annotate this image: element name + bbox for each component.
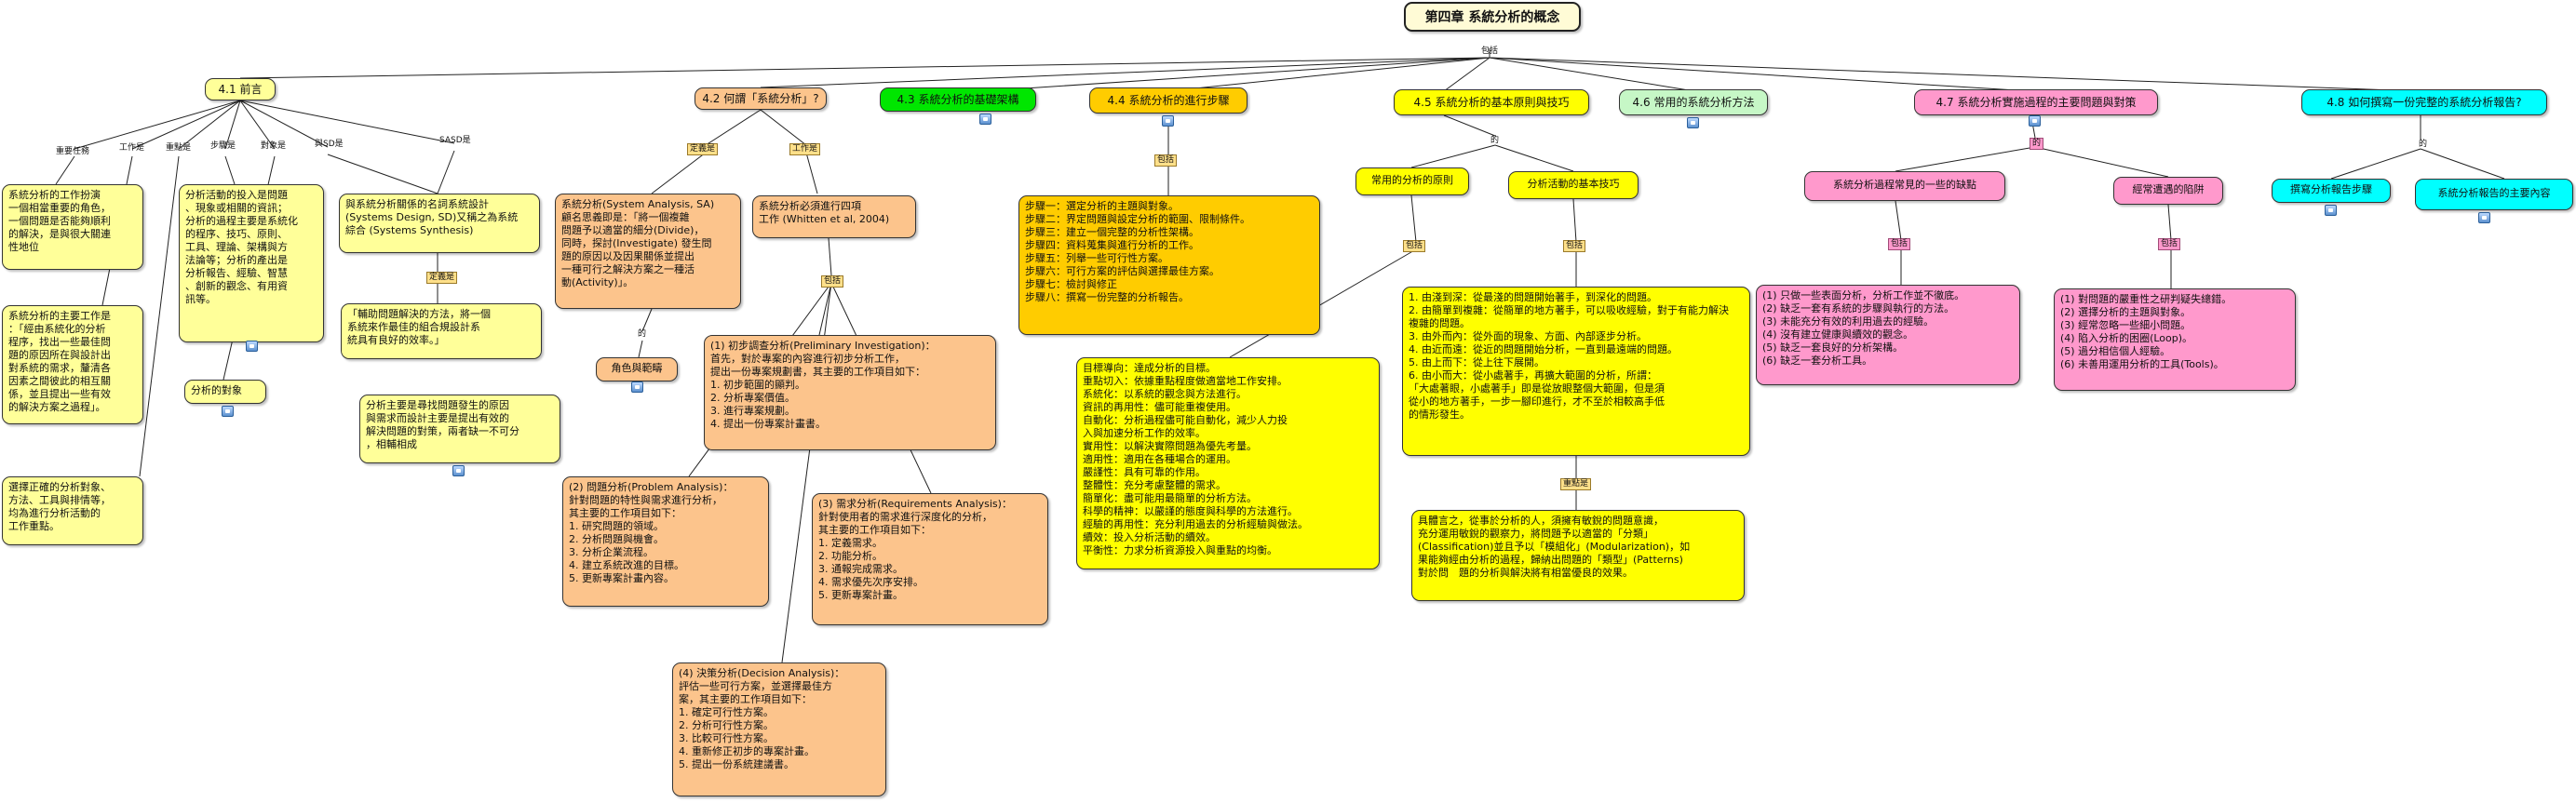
node-skills-list[interactable]: 1. 由淺到深：從最淺的問題開始著手，到深化的問題。2. 由簡單到複雜：從簡單的… xyxy=(1402,287,1750,456)
node-role-scope[interactable]: 角色與範疇 xyxy=(596,357,678,381)
label-problems-of: 的 xyxy=(2030,138,2044,150)
node-four-works[interactable]: 系統分析必須進行四項工作 (Whitten et al, 2004) xyxy=(752,195,916,238)
node-sa-sd-complement[interactable]: 分析主要是尋找問題發生的原因與需求而設計主要是提出有效的解決問題的對策，兩者缺一… xyxy=(359,395,560,463)
topic-4-7[interactable]: 4.7 系統分析實施過程的主要問題與對策 xyxy=(1914,89,2158,115)
node-analysis-steps[interactable]: 步驟一：選定分析的主題與對象。步驟二：界定問題與設定分析的範圍、限制條件。步驟三… xyxy=(1018,195,1320,335)
topic-4-6[interactable]: 4.6 常用的系統分析方法 xyxy=(1619,89,1768,115)
node-principles-list[interactable]: 目標導向：達成分析的目標。重點切入：依據重點程度做適當地工作安排。系統化：以系統… xyxy=(1076,357,1380,569)
node-report-contents[interactable]: 系統分析報告的主要內容 xyxy=(2415,179,2573,210)
label-steps-is: 步驟是 xyxy=(210,141,236,151)
label-defects-include: 包括 xyxy=(1888,238,1911,250)
node-traps[interactable]: 經常遭遇的陷阱 xyxy=(2113,177,2223,205)
topic-4-4[interactable]: 4.4 系統分析的進行步驟 xyxy=(1089,87,1248,114)
label-include: 包括 xyxy=(821,275,844,288)
node-sasd-definition[interactable]: 「輔助問題解決的方法，將一個系統來作最佳的組合規設計系統具有良好的效率。」 xyxy=(341,303,542,359)
label-traps-include: 包括 xyxy=(2158,238,2181,250)
label-principles-include: 包括 xyxy=(1403,240,1426,252)
label-focus-is: 重點是 xyxy=(166,143,192,153)
label-steps-include: 包括 xyxy=(1154,154,1178,167)
topic-4-1[interactable]: 4.1 前言 xyxy=(205,78,276,100)
image-icon xyxy=(246,341,258,352)
image-icon xyxy=(222,406,234,417)
label-work-is: 工作是 xyxy=(119,143,145,153)
node-role[interactable]: 系統分析的工作扮演一個相當重要的角色，一個問題是否能夠順利的解決，是與很大關連性… xyxy=(2,184,143,270)
label-object-is: 對象是 xyxy=(261,141,287,151)
node-decision-analysis[interactable]: (4) 決策分析(Decision Analysis)：評估一些可行方案，並選擇… xyxy=(672,662,886,796)
topic-4-5[interactable]: 4.5 系統分析的基本原則與技巧 xyxy=(1394,89,1589,115)
topic-4-3[interactable]: 4.3 系統分析的基礎架構 xyxy=(880,87,1036,112)
node-sa-definition[interactable]: 系統分析(System Analysis, SA)顧名思義即是：「將一個複雜問題… xyxy=(555,194,741,309)
image-icon xyxy=(1162,115,1174,127)
image-icon xyxy=(1687,117,1699,128)
image-icon xyxy=(452,465,465,476)
topic-4-8[interactable]: 4.8 如何撰寫一份完整的系統分析報告? xyxy=(2301,89,2547,115)
node-main-work[interactable]: 系統分析的主要工作是：「經由系統化的分析程序，找出一些最佳問題的原因所在與設計出… xyxy=(2,305,143,424)
image-icon xyxy=(2029,115,2041,127)
node-traps-list[interactable]: (1) 對問題的嚴重性之研判疑失總錯。(2) 選擇分析的主題與對象。(3) 經常… xyxy=(2054,288,2296,391)
node-requirements-analysis[interactable]: (3) 需求分析(Requirements Analysis)：針對使用者的需求… xyxy=(812,493,1048,625)
root-include-label: 包括 xyxy=(1481,47,1499,56)
node-principles[interactable]: 常用的分析的原則 xyxy=(1355,167,1469,195)
label-work: 工作是 xyxy=(789,143,821,155)
image-icon xyxy=(2325,205,2337,216)
node-analysis-object[interactable]: 分析的對象 xyxy=(184,380,266,404)
node-preliminary-investigation[interactable]: (1) 初步調查分析(Preliminary Investigation)：首先… xyxy=(704,335,996,450)
label-of: 的 xyxy=(638,329,647,339)
label-with-sd: 與SD是 xyxy=(315,140,344,149)
label-skills-focus: 重點是 xyxy=(1560,478,1592,490)
node-sd-relation[interactable]: 與系統分析關係的名詞系統設計(Systems Design, SD)又稱之為系統… xyxy=(339,194,540,253)
label-important-task: 重要任務 xyxy=(56,147,90,156)
node-skills-focus[interactable]: 具體言之，從事於分析的人，須擁有敏銳的問題意識，充分運用敏銳的觀察力，將問題予以… xyxy=(1411,510,1745,601)
node-report-steps[interactable]: 撰寫分析報告步驟 xyxy=(2272,179,2391,203)
image-icon xyxy=(631,381,643,393)
label-skills-include: 包括 xyxy=(1563,240,1586,252)
label-report-of: 的 xyxy=(2419,140,2428,149)
label-sasd: SASD是 xyxy=(439,136,471,145)
label-definition: 定義是 xyxy=(687,143,719,155)
node-defects-list[interactable]: (1) 只做一些表面分析，分析工作並不徹底。(2) 缺乏一套有系統的步驟與執行的… xyxy=(1756,285,2020,385)
topic-4-2[interactable]: 4.2 何謂「系統分析」? xyxy=(695,87,827,110)
node-problem-analysis[interactable]: (2) 問題分析(Problem Analysis)：針對問題的特性與需求進行分… xyxy=(562,476,769,607)
node-steps[interactable]: 分析活動的投入是問題、現象或相關的資訊；分析的過程主要是系統化的程序、技巧、原則… xyxy=(179,184,324,342)
node-focus[interactable]: 選擇正確的分析對象、方法、工具與排情等，均為進行分析活動的工作重點。 xyxy=(2,476,143,545)
image-icon xyxy=(2478,212,2490,223)
label-principles-of: 的 xyxy=(1490,136,1500,145)
label-sasd-definition: 定義是 xyxy=(426,272,458,284)
root-title-text: 第四章 系統分析的概念 xyxy=(1424,10,1560,25)
node-basic-skills[interactable]: 分析活動的基本技巧 xyxy=(1508,171,1639,199)
image-icon xyxy=(979,114,991,125)
node-common-defects[interactable]: 系統分析過程常見的一些的缺點 xyxy=(1804,171,2005,201)
root-title: 第四章 系統分析的概念 xyxy=(1404,2,1581,32)
